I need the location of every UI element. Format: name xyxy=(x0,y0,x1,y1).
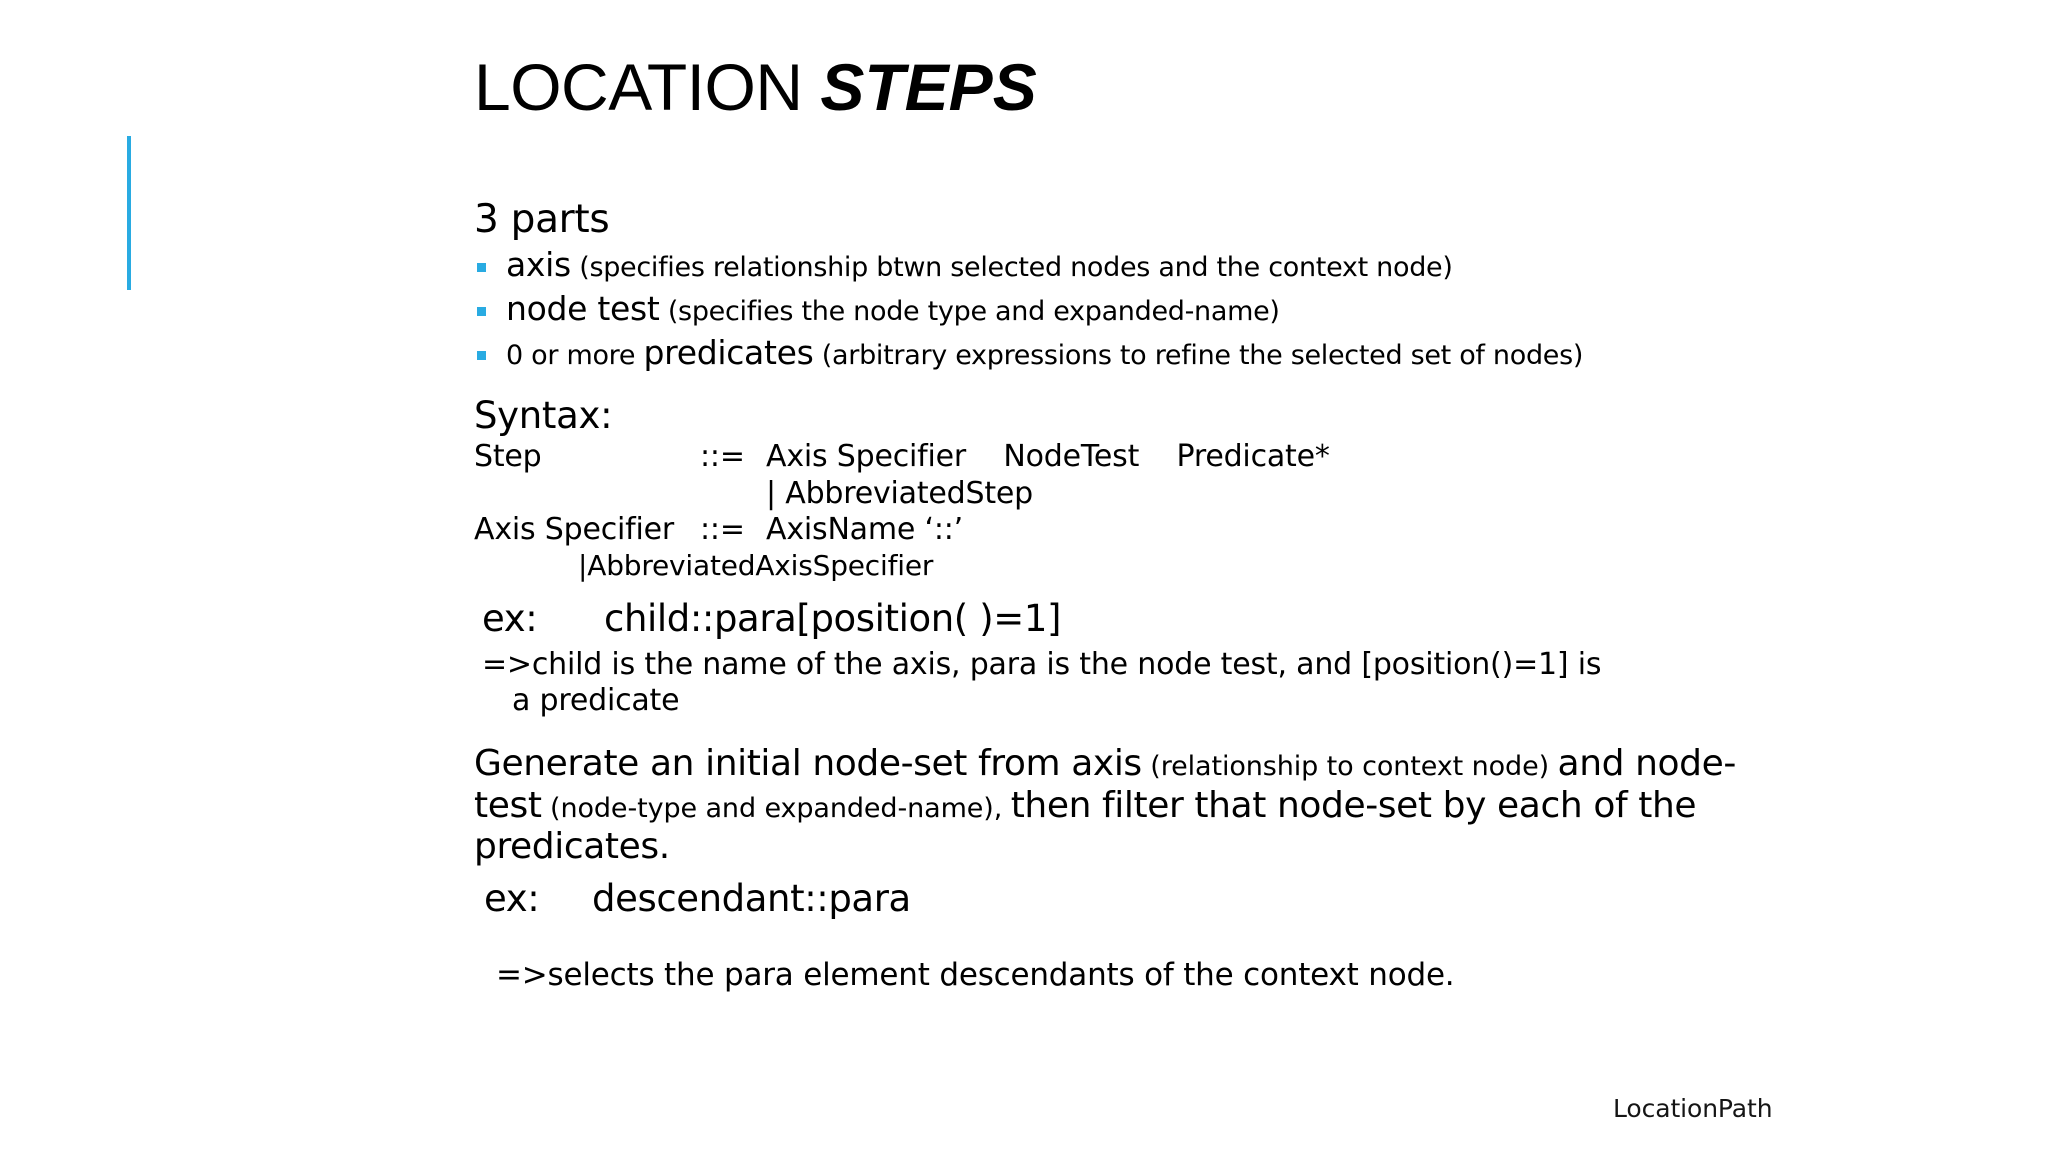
grammar-rhs: Axis Specifier NodeTest Predicate* xyxy=(766,439,1330,475)
bullet-term: predicates xyxy=(643,333,814,373)
summary-segment-3: and node-test xyxy=(474,743,1736,826)
grammar-rhs: AxisName ‘::’ xyxy=(766,512,963,548)
summary-segment-1: Generate an initial node-set from axis xyxy=(474,743,1142,785)
list-item: axis (specifies relationship btwn select… xyxy=(474,244,1774,284)
summary-segment-4: (node-type and expanded-name), xyxy=(541,792,1011,824)
parts-heading: 3 parts xyxy=(474,197,610,242)
bullet-lead: 0 or more xyxy=(506,340,644,372)
example-one-line: ex: child::para[position( )=1] xyxy=(474,597,1774,641)
page-title: LOCATION STEPS xyxy=(474,50,1037,124)
bullet-detail: (arbitrary expressions to refine the sel… xyxy=(813,340,1584,372)
summary-segment-5: then filter that node-set by each of the… xyxy=(474,784,1697,867)
footer-label: LocationPath xyxy=(1613,1094,1773,1123)
grammar-lhs: Step xyxy=(474,439,542,475)
example-two-line: ex: descendant::para xyxy=(474,877,1774,921)
example-note-line-1: =>child is the name of the axis, para is… xyxy=(482,647,1602,683)
title-main-text: LOCATION xyxy=(474,50,821,124)
example-note-line-2: a predicate xyxy=(512,683,680,719)
bullet-square-icon xyxy=(477,306,486,316)
example-expression: child::para[position( )=1] xyxy=(604,597,1062,641)
bullet-term: node test xyxy=(506,288,660,328)
syntax-heading: Syntax: xyxy=(474,394,613,438)
example-one-note: =>child is the name of the axis, para is… xyxy=(474,647,1774,719)
grammar-alternative-row: | AbbreviatedStep xyxy=(766,475,1034,511)
bullet-detail: (specifies the node type and expanded-na… xyxy=(659,295,1280,327)
list-item: node test (specifies the node type and e… xyxy=(474,288,1774,328)
slide-body: 3 parts axis (specifies relationship btw… xyxy=(474,198,1774,994)
bullet-square-icon xyxy=(477,351,486,361)
example-label: ex: xyxy=(484,876,540,920)
parts-bullet-list: axis (specifies relationship btwn select… xyxy=(474,244,1774,373)
grammar-rule-row: Axis Specifier::= AxisName ‘::’ xyxy=(474,512,1774,549)
example-label: ex: xyxy=(482,597,538,641)
grammar-lhs: Axis Specifier xyxy=(474,512,675,548)
title-emphasis-text: STEPS xyxy=(820,50,1037,124)
bullet-square-icon xyxy=(477,262,486,272)
grammar-rule-row: Step::= Axis Specifier NodeTest Predicate… xyxy=(474,439,1774,476)
bullet-detail: (specifies relationship btwn selected no… xyxy=(570,251,1453,283)
summary-paragraph: Generate an initial node-set from axis (… xyxy=(474,743,1774,866)
left-accent-bar xyxy=(127,136,131,290)
list-item: 0 or more predicates (arbitrary expressi… xyxy=(474,334,1774,372)
example-two-note: =>selects the para element descendants o… xyxy=(496,956,1455,993)
summary-segment-2: (relationship to context node) xyxy=(1141,751,1558,783)
bullet-term: axis xyxy=(506,244,571,284)
grammar-block: Step::= Axis Specifier NodeTest Predicate… xyxy=(474,439,1774,583)
example-expression: descendant::para xyxy=(592,876,911,920)
grammar-alternative-row: |AbbreviatedAxisSpecifier xyxy=(578,548,934,582)
grammar-operator: ::= xyxy=(700,512,745,548)
grammar-operator: ::= xyxy=(700,439,745,475)
